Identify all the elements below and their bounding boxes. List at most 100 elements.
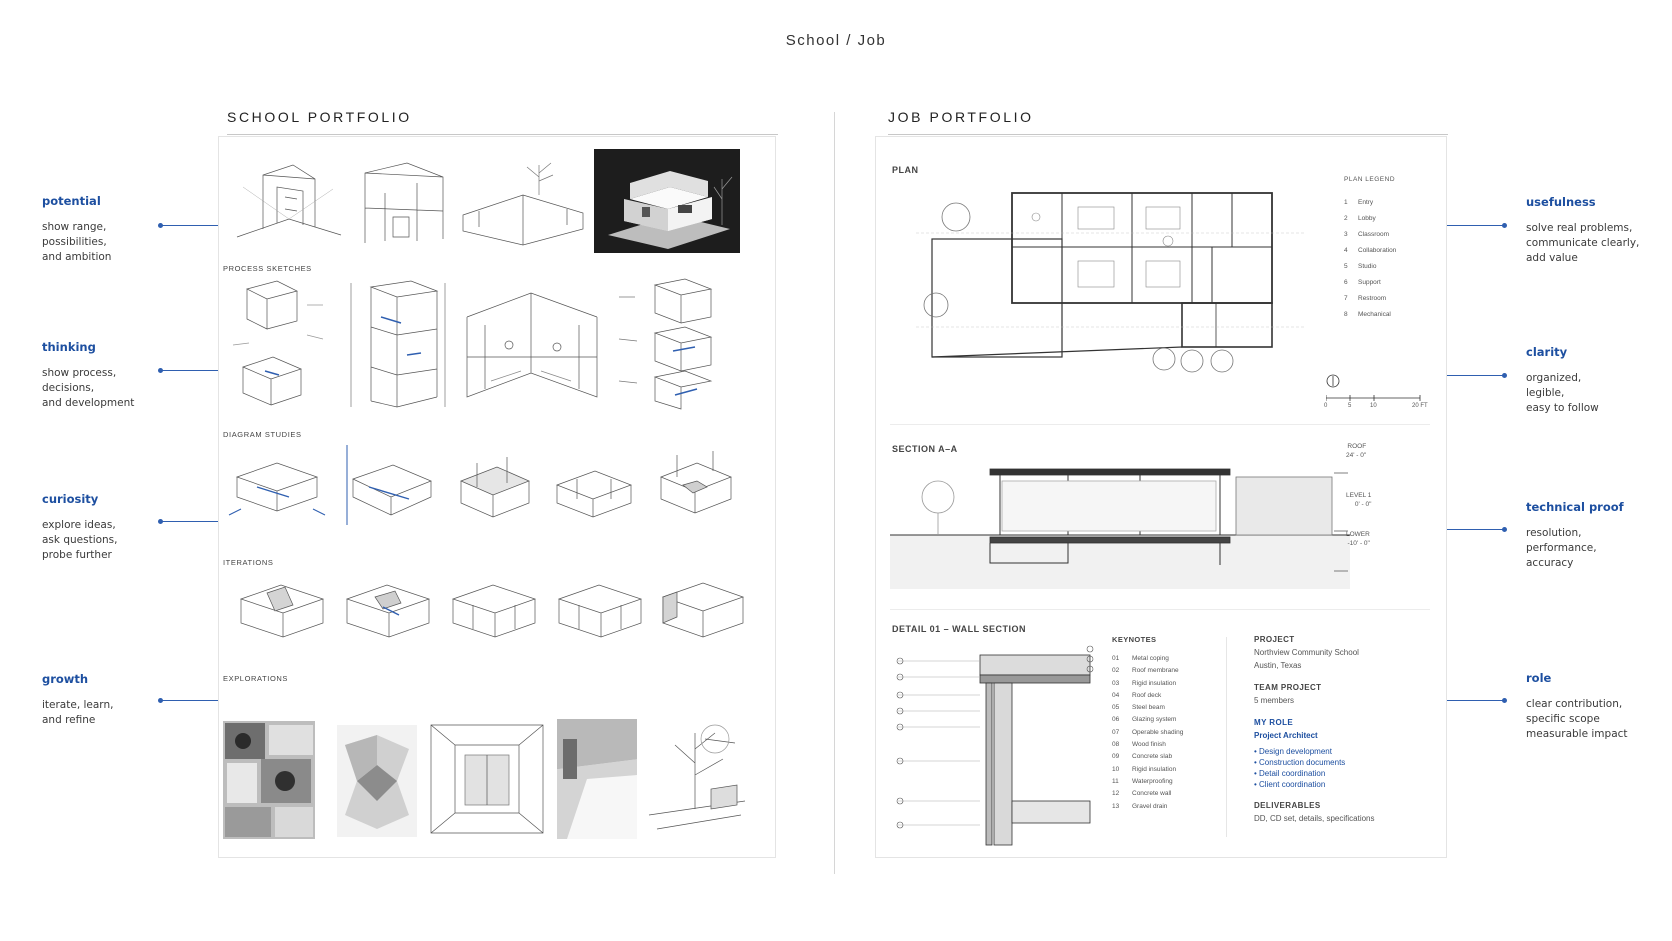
annotation-curiosity: curiosity explore ideas, ask questions, …	[42, 492, 202, 563]
scale-label-5: 5	[1348, 403, 1352, 409]
page-title: School / Job	[785, 32, 887, 49]
connector-technical-proof	[1441, 527, 1507, 532]
section-label: SECTION A–A	[892, 444, 958, 454]
scale-label-20ft: 20 FT	[1412, 403, 1428, 409]
annotation-text: show range, possibilities, and ambition	[42, 221, 112, 263]
connector-growth	[158, 698, 224, 703]
column-divider	[834, 112, 835, 874]
project-info: PROJECT Northview Community School Austi…	[1254, 633, 1375, 834]
scale-bar	[1326, 395, 1422, 401]
annotation-title: curiosity	[42, 492, 99, 506]
annotation-text: iterate, learn, and refine	[42, 699, 114, 726]
connector-thinking	[158, 368, 224, 373]
scale-label-10: 10	[1370, 403, 1377, 409]
project-name: Northview Community School	[1254, 648, 1359, 657]
wall-section-detail-drawing	[890, 641, 1094, 847]
annotation-title: thinking	[42, 340, 96, 354]
annotation-title: potential	[42, 194, 101, 208]
exploration-interior-sketch	[425, 719, 549, 839]
role-block: MY ROLE Project Architect Design develop…	[1254, 716, 1375, 790]
job-heading-rule	[888, 134, 1448, 135]
process-sketches-label: PROCESS SKETCHES	[223, 264, 312, 273]
floor-plan-drawing	[886, 177, 1306, 387]
explorations-label: EXPLORATIONS	[223, 674, 288, 683]
iteration-5	[657, 569, 749, 647]
annotation-potential: potential show range, possibilities, and…	[42, 194, 202, 265]
project-location: Austin, Texas	[1254, 661, 1302, 670]
diagram-studies-label: DIAGRAM STUDIES	[223, 430, 302, 439]
perspective-sketch-3	[459, 155, 587, 249]
plan-legend-title: PLAN LEGEND	[1344, 176, 1396, 183]
scale-label-0: 0	[1324, 403, 1328, 409]
team-block: TEAM PROJECT 5 members	[1254, 681, 1375, 707]
project-heading: PROJECT	[1254, 635, 1295, 644]
annotation-technical-proof: technical proof resolution, performance,…	[1526, 500, 1672, 571]
role-heading: MY ROLE	[1254, 718, 1294, 727]
school-portfolio-sheet: PROCESS SKETCHES DIAGRAM STU	[218, 136, 776, 858]
annotation-text: clear contribution, specific scope measu…	[1526, 698, 1628, 740]
project-info-rule	[1226, 637, 1227, 837]
exploration-collage	[223, 721, 315, 839]
detail-label: DETAIL 01 – WALL SECTION	[892, 624, 1027, 634]
diagram-study-5	[647, 441, 739, 527]
annotation-role: role clear contribution, specific scope …	[1526, 671, 1672, 742]
annotation-title: role	[1526, 671, 1552, 685]
annotation-text: solve real problems, communicate clearly…	[1526, 222, 1640, 264]
school-portfolio-heading: SCHOOL PORTFOLIO	[227, 109, 412, 125]
annotation-title: growth	[42, 672, 89, 686]
plan-section-rule	[890, 424, 1430, 425]
exploration-render	[557, 719, 637, 839]
iteration-3	[445, 569, 543, 647]
annotation-text: show process, decisions, and development	[42, 367, 135, 409]
connector-potential	[158, 223, 224, 228]
role-item: Design development	[1254, 746, 1375, 757]
connector-clarity	[1441, 373, 1507, 378]
level-lower: LOWER-10' - 0"	[1346, 531, 1370, 547]
role-list: Design development Construction document…	[1254, 746, 1375, 790]
exploration-landscape-sketch	[645, 719, 749, 837]
annotation-title: usefulness	[1526, 195, 1596, 209]
annotation-thinking: thinking show process, decisions, and de…	[42, 340, 202, 411]
deliverables-block: DELIVERABLES DD, CD set, details, specif…	[1254, 799, 1375, 825]
process-sketch-3	[461, 277, 603, 411]
annotation-growth: growth iterate, learn, and refine	[42, 672, 202, 728]
team-heading: TEAM PROJECT	[1254, 683, 1322, 692]
diagram-study-2	[339, 439, 439, 529]
job-portfolio-heading: JOB PORTFOLIO	[888, 109, 1034, 125]
iteration-2	[339, 569, 437, 647]
connector-role	[1441, 698, 1507, 703]
iteration-4	[551, 569, 649, 647]
annotation-text: resolution, performance, accuracy	[1526, 527, 1597, 569]
annotation-text: explore ideas, ask questions, probe furt…	[42, 519, 118, 561]
team-size: 5 members	[1254, 696, 1295, 705]
connector-curiosity	[158, 519, 224, 524]
deliverables-heading: DELIVERABLES	[1254, 801, 1321, 810]
model-photo	[594, 149, 740, 253]
iteration-1	[233, 569, 331, 647]
annotation-title: clarity	[1526, 345, 1568, 359]
exploration-folded-model	[337, 725, 417, 837]
perspective-sketch-1	[233, 157, 345, 249]
annotation-title: technical proof	[1526, 500, 1624, 514]
plan-label: PLAN	[892, 165, 919, 175]
diagram-study-3	[447, 443, 539, 527]
